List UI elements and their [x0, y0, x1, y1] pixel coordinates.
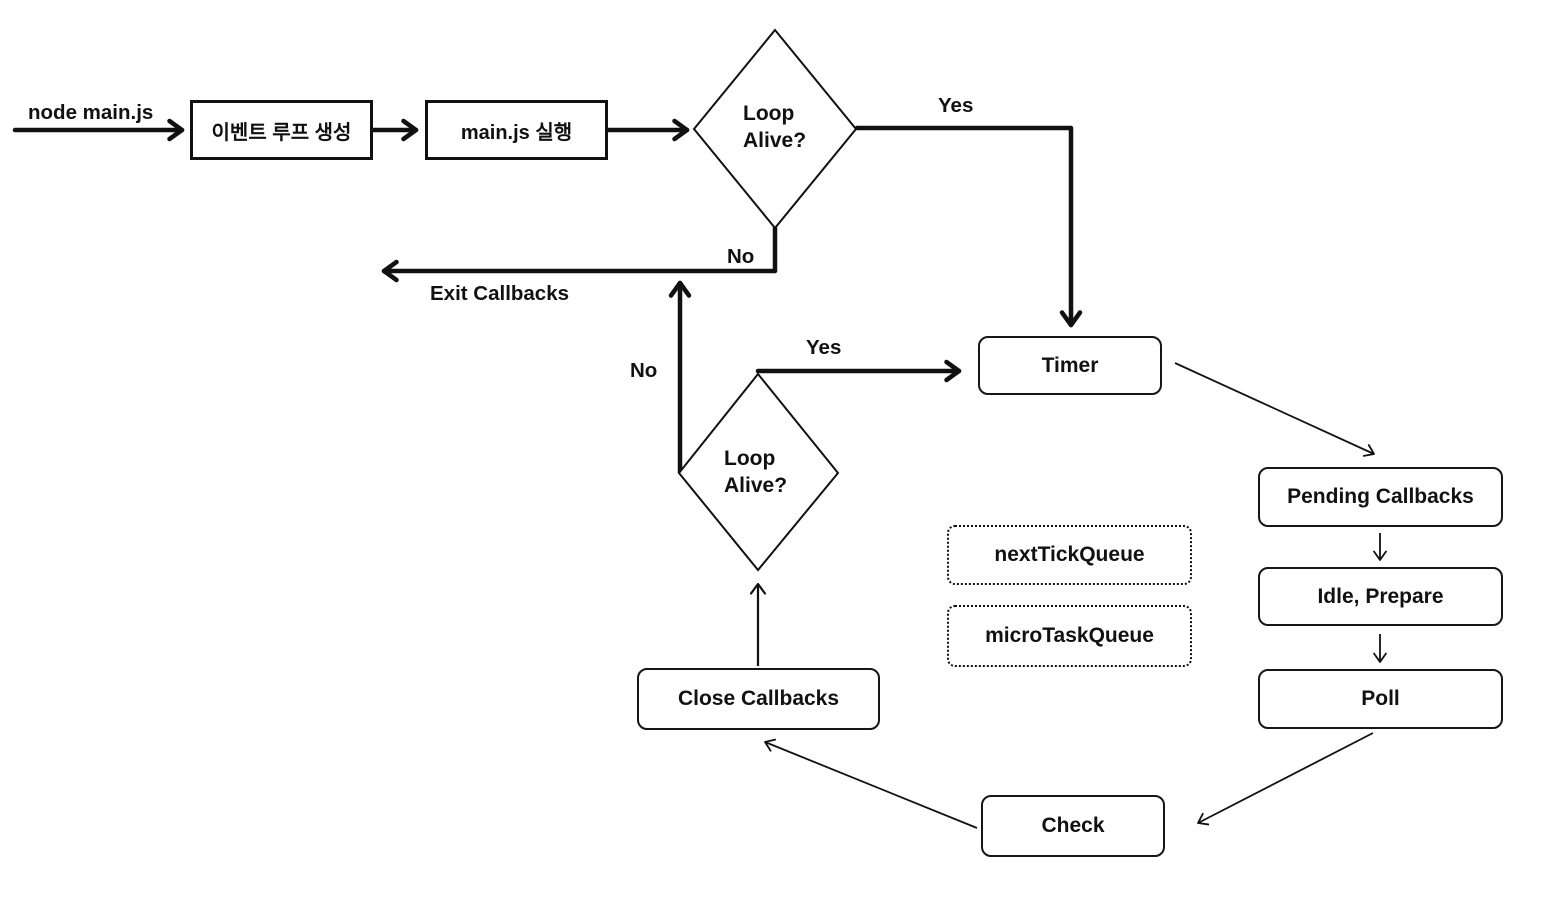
poll-node: Poll [1258, 669, 1503, 729]
run-main-node: main.js 실행 [425, 100, 608, 160]
start-command-label: node main.js [28, 101, 154, 124]
loop-alive-decision-bottom-shape [677, 372, 840, 572]
loop-alive-top-label: Loop Alive? [743, 102, 807, 152]
timer-node: Timer [978, 336, 1162, 395]
pending-callbacks-node: Pending Callbacks [1258, 467, 1503, 527]
no-bottom-edge-label: No [630, 359, 658, 382]
idle-prepare-node: Idle, Prepare [1258, 567, 1503, 626]
exit-callbacks-label: Exit Callbacks [430, 282, 570, 305]
loop-alive-decision-top-shape [692, 28, 858, 230]
path-yes-top-to-timer [854, 125, 1083, 328]
arrow-poll-to-check [1197, 732, 1374, 826]
yes-top-edge-label: Yes [938, 94, 974, 117]
create-event-loop-node: 이벤트 루프 생성 [190, 100, 373, 160]
arrow-timer-to-pending-callbacks [1174, 362, 1375, 457]
path-no-top-to-exit-callbacks [381, 225, 778, 283]
yes-bottom-edge-label: Yes [806, 336, 842, 359]
loop-alive-bottom-label: Loop Alive? [724, 447, 788, 497]
arrow-check-to-close-callbacks [764, 738, 978, 829]
close-callbacks-node: Close Callbacks [637, 668, 880, 730]
next-tick-queue-node: nextTickQueue [947, 525, 1192, 585]
no-top-edge-label: No [727, 245, 755, 268]
check-node: Check [981, 795, 1165, 857]
micro-task-queue-node: microTaskQueue [947, 605, 1192, 667]
